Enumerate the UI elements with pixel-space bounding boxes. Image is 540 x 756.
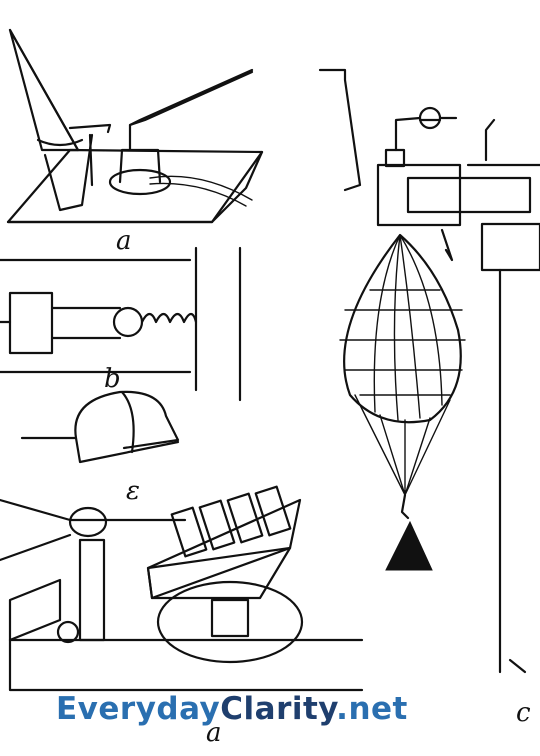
label-c: c: [516, 698, 531, 728]
label-e: ε: [126, 476, 140, 506]
figure-c-drawing: [318, 68, 540, 674]
figure-a-top-drawing: [6, 28, 264, 224]
figure-e-drawing: [20, 390, 180, 464]
label-a-bottom: a: [206, 718, 222, 748]
figure-a-bottom-drawing: [0, 485, 364, 692]
watermark-part-3: .net: [336, 691, 408, 727]
figure-b-drawing: [0, 246, 242, 402]
watermark-text: EverydayClarity.net: [56, 694, 408, 725]
watermark-part-1: Everyday: [56, 691, 221, 727]
label-a-top: a: [116, 226, 132, 256]
watermark-part-2: Clarity: [220, 691, 337, 727]
label-b: b: [104, 364, 121, 394]
